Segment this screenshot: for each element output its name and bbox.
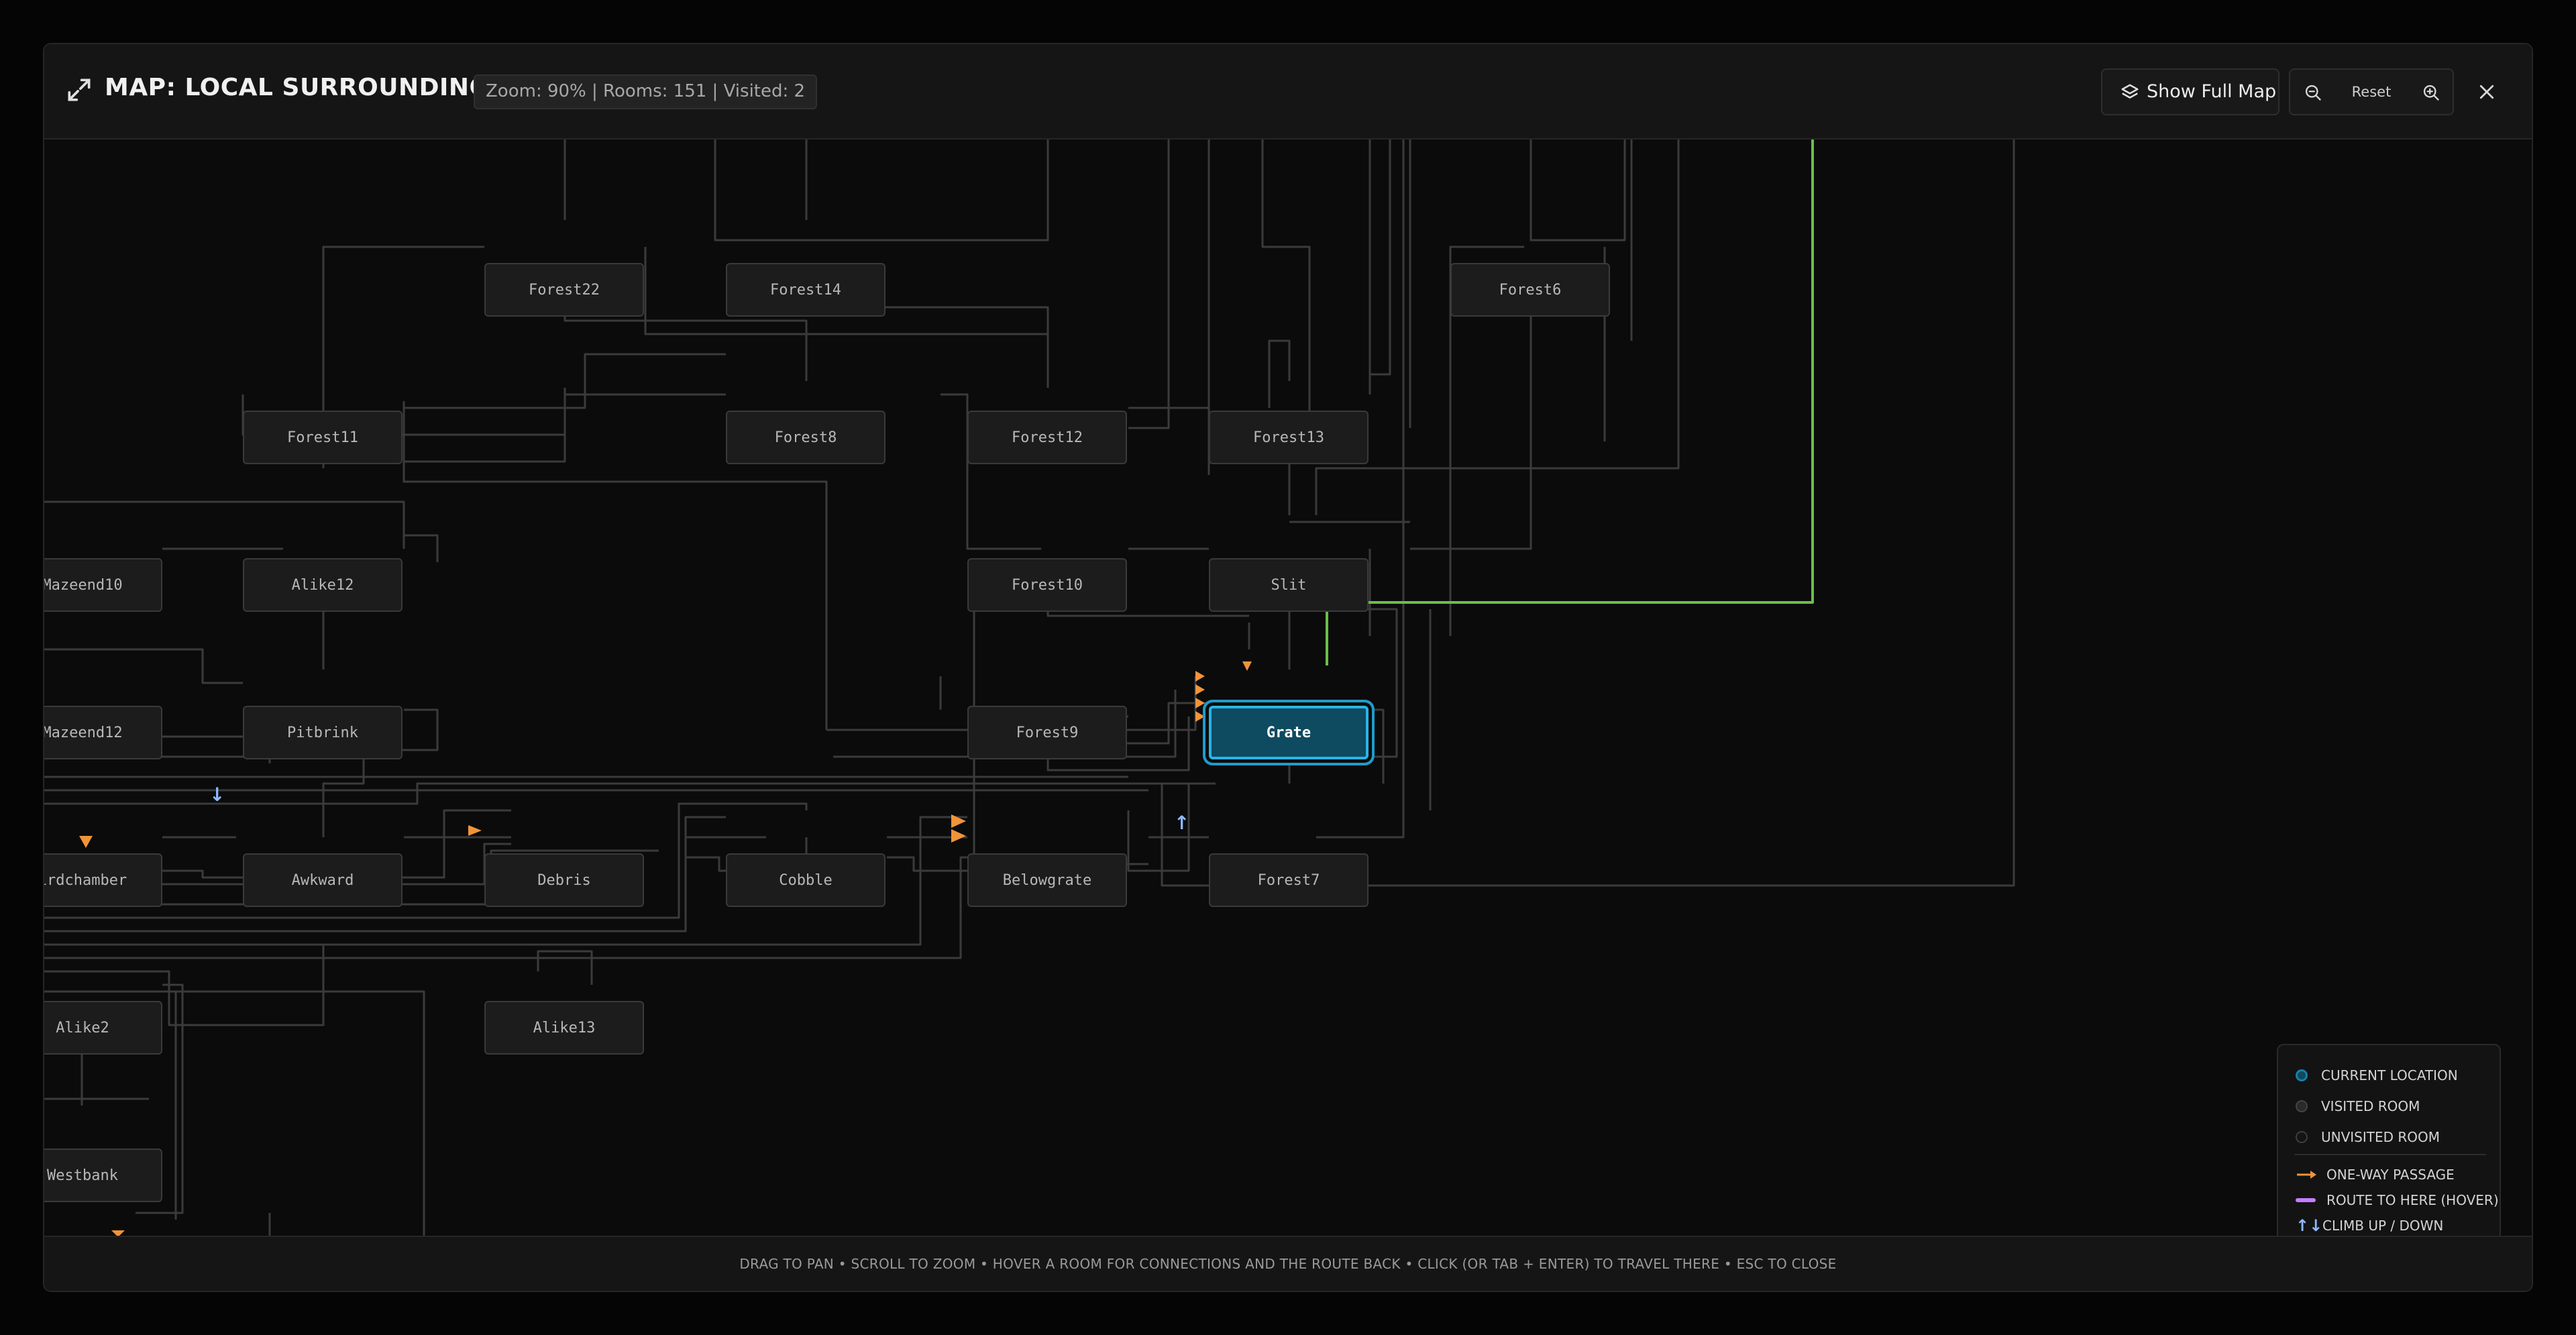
arrow-right-icon xyxy=(2297,1171,2316,1179)
zoom-out-icon xyxy=(2305,85,2321,101)
room-belowgrate[interactable]: Belowgrate xyxy=(967,853,1127,907)
zoom-out-button[interactable] xyxy=(2290,70,2334,114)
climb-up-icon: ↑ xyxy=(1174,812,1190,834)
zoom-in-icon xyxy=(2423,85,2439,101)
room-forest11[interactable]: Forest11 xyxy=(243,411,402,464)
map-modal: MAP: LOCAL SURROUNDINGS Zoom: 90% | Room… xyxy=(43,43,2533,1292)
one-way-arrow xyxy=(468,825,482,836)
room-awkward[interactable]: Awkward xyxy=(243,853,402,907)
room-grate-current[interactable]: Grate xyxy=(1209,706,1368,759)
one-way-arrow xyxy=(79,836,93,848)
room-westbank[interactable]: Westbank xyxy=(44,1149,162,1202)
expand-icon[interactable] xyxy=(64,75,94,105)
layers-icon xyxy=(2121,84,2139,99)
one-way-arrow xyxy=(1242,661,1252,671)
route-line-swatch xyxy=(2296,1198,2316,1202)
room-forest9[interactable]: Forest9 xyxy=(967,706,1127,759)
map-header: MAP: LOCAL SURROUNDINGS Zoom: 90% | Room… xyxy=(44,44,2532,140)
close-icon xyxy=(2479,85,2494,99)
room-pitbrink[interactable]: Pitbrink xyxy=(243,706,402,759)
map-connections xyxy=(44,140,2015,1237)
one-way-arrow xyxy=(1195,684,1205,695)
room-cobble[interactable]: Cobble xyxy=(726,853,885,907)
room-forest8[interactable]: Forest8 xyxy=(726,411,885,464)
room-birdchamber[interactable]: irdchamber xyxy=(44,853,162,907)
one-way-arrow xyxy=(951,814,966,828)
visited-room-swatch xyxy=(2296,1100,2308,1112)
map-legend: CURRENT LOCATION VISITED ROOM UNVISITED … xyxy=(2277,1044,2501,1237)
one-way-arrow xyxy=(111,1230,125,1237)
room-forest22[interactable]: Forest22 xyxy=(484,263,644,317)
room-forest6[interactable]: Forest6 xyxy=(1450,263,1610,317)
map-footer-hint: DRAG TO PAN • SCROLL TO ZOOM • HOVER A R… xyxy=(44,1236,2532,1291)
map-canvas[interactable]: Forest22 Forest14 Forest6 Forest11 Fores… xyxy=(44,140,2532,1237)
room-alike13[interactable]: Alike13 xyxy=(484,1001,644,1055)
one-way-arrow xyxy=(1195,711,1205,722)
room-alike2[interactable]: Alike2 xyxy=(44,1001,162,1055)
close-button[interactable] xyxy=(2469,74,2505,110)
room-mazeend10[interactable]: Mazeend10 xyxy=(44,558,162,612)
zoom-in-button[interactable] xyxy=(2408,70,2453,114)
climb-down-icon: ↓ xyxy=(209,784,225,806)
show-full-map-button[interactable]: Show Full Map xyxy=(2101,68,2279,115)
room-forest14[interactable]: Forest14 xyxy=(726,263,885,317)
active-route-path xyxy=(1326,140,1814,665)
room-slit[interactable]: Slit xyxy=(1209,558,1368,612)
room-forest12[interactable]: Forest12 xyxy=(967,411,1127,464)
show-full-map-label: Show Full Map xyxy=(2147,81,2277,102)
room-debris[interactable]: Debris xyxy=(484,853,644,907)
unvisited-room-swatch xyxy=(2296,1131,2308,1143)
room-alike12[interactable]: Alike12 xyxy=(243,558,402,612)
climb-up-down-icon: ↑↓ xyxy=(2296,1216,2323,1235)
reset-zoom-button[interactable]: Reset xyxy=(2351,84,2392,100)
one-way-arrow xyxy=(951,829,966,843)
map-title: MAP: LOCAL SURROUNDINGS xyxy=(105,74,507,101)
zoom-controls: Reset xyxy=(2289,68,2454,115)
room-mazeend12[interactable]: Mazeend12 xyxy=(44,706,162,759)
room-forest10[interactable]: Forest10 xyxy=(967,558,1127,612)
one-way-arrow xyxy=(1195,698,1205,708)
current-location-swatch xyxy=(2296,1069,2308,1081)
room-forest7[interactable]: Forest7 xyxy=(1209,853,1368,907)
legend-divider xyxy=(2294,1154,2486,1155)
one-way-arrow xyxy=(1195,671,1205,682)
map-stats-badge: Zoom: 90% | Rooms: 151 | Visited: 2 xyxy=(474,74,818,109)
room-forest13[interactable]: Forest13 xyxy=(1209,411,1368,464)
